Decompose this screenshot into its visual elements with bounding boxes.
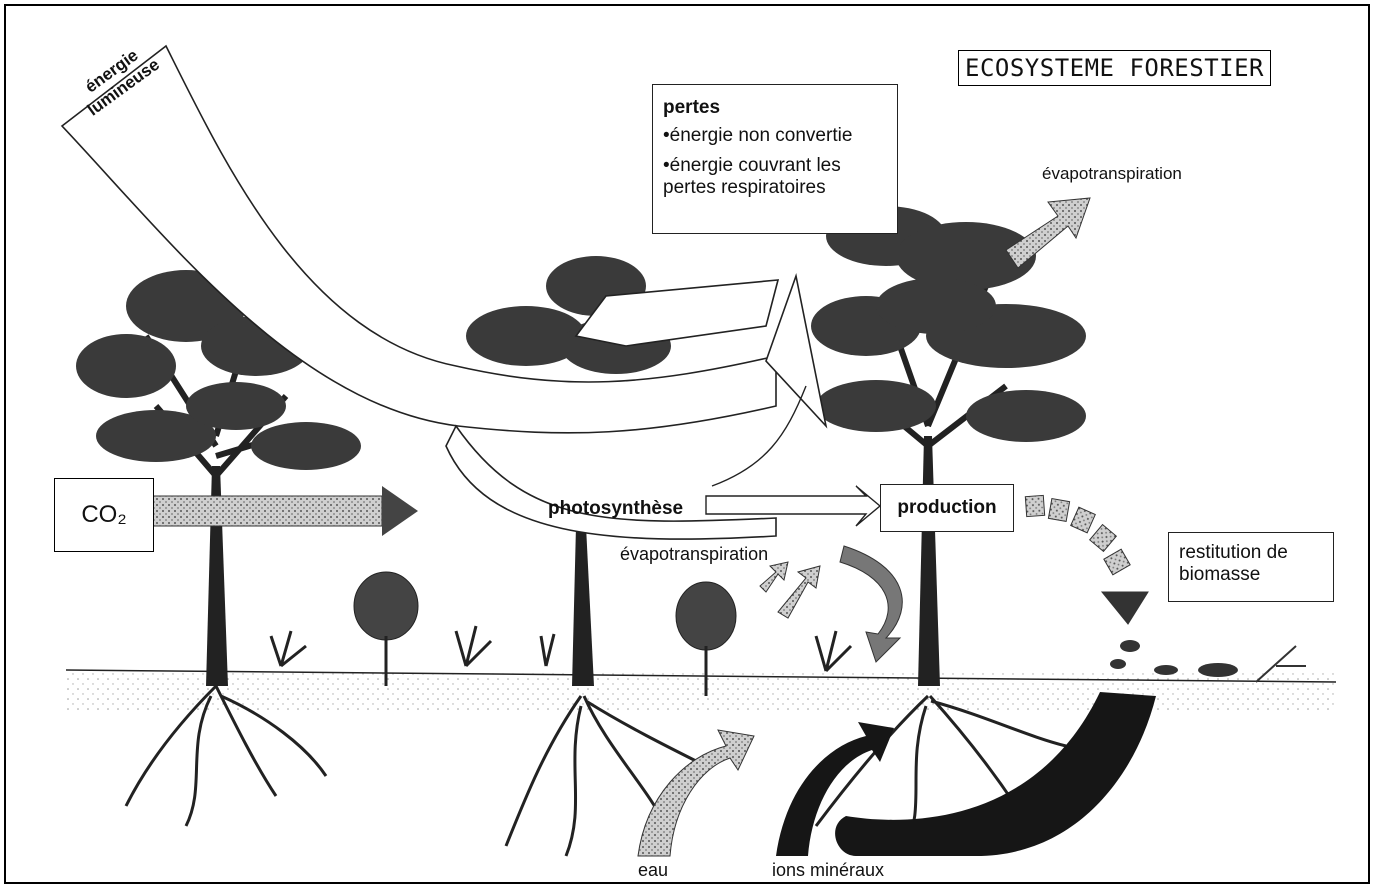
diagram-title: ECOSYSTEME FORESTIER	[958, 50, 1271, 86]
losses-item: •énergie non convertie	[663, 125, 887, 147]
co2-box: CO₂	[54, 478, 154, 552]
diagram-frame: ECOSYSTEME FORESTIER CO₂ énergie lumineu…	[4, 4, 1370, 884]
mineral-ions-arrow	[776, 692, 1156, 856]
water-label: eau	[638, 860, 668, 881]
photosynthesis-label: photosynthèse	[548, 498, 683, 520]
production-box: production	[880, 484, 1014, 532]
water-arrow	[638, 730, 754, 856]
losses-item: •énergie couvrant les pertes respiratoir…	[663, 155, 873, 199]
losses-heading: pertes	[663, 97, 887, 119]
restitution-box: restitution de biomasse	[1168, 532, 1334, 602]
co2-arrow	[152, 486, 418, 536]
evapotranspiration-label-top: évapotranspiration	[1042, 164, 1182, 184]
losses-box: pertes •énergie non convertie •énergie c…	[652, 84, 898, 234]
evapotranspiration-label-mid: évapotranspiration	[620, 544, 768, 565]
restitution-arrow	[1025, 495, 1148, 624]
evapotranspiration-arrow-top	[1006, 198, 1090, 268]
mineral-ions-label: ions minéraux	[772, 860, 884, 881]
